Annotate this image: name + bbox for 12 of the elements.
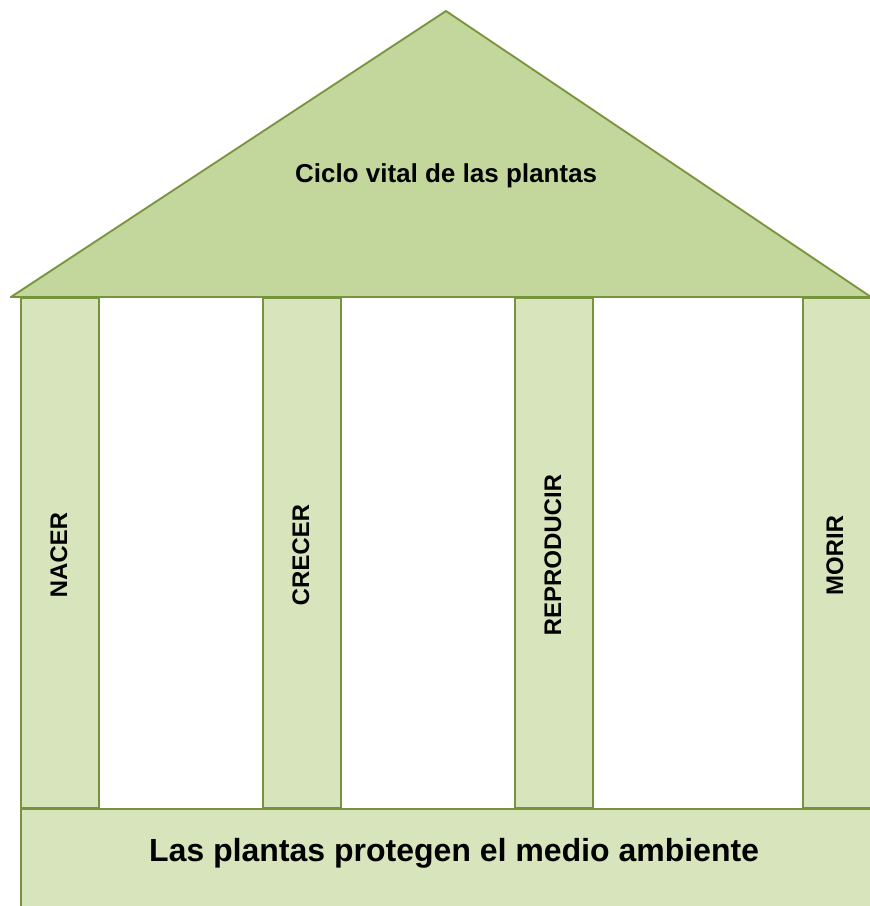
- roof-triangle: [10, 10, 870, 298]
- temple-base: [20, 808, 870, 906]
- base-label: Las plantas protegen el medio ambiente: [149, 832, 759, 868]
- pillar: [262, 297, 342, 809]
- pillar: [802, 297, 870, 809]
- roof-title: Ciclo vital de las plantas: [295, 158, 597, 188]
- pillar-label: REPRODUCIR: [540, 474, 568, 636]
- pillar-label: NACER: [46, 512, 74, 598]
- pillar: [20, 297, 100, 809]
- pillar-label: CRECER: [288, 504, 316, 606]
- pillar: [514, 297, 594, 809]
- pillar-label: MORIR: [822, 515, 850, 595]
